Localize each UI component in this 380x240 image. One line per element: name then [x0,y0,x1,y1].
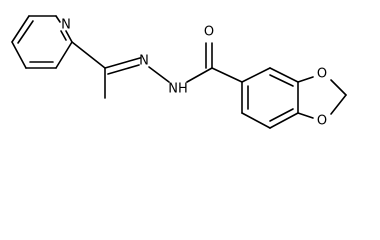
atom-label-pyridine-n: N [61,18,71,33]
atom-label-amide-nh: NH [168,82,188,97]
atom-label-dioxole-o-top: O [317,67,327,82]
bond-bz-4-inner [269,108,294,122]
bond-bz-1 [241,67,271,83]
bond-py-3 [11,41,27,69]
bond-py-6 [65,30,73,43]
atom-label-hydrazone-n: N [139,54,149,69]
structure-diagram: N N NH O O O [11,15,347,129]
bond-bz-2 [269,67,299,83]
bond-dioxole-3 [330,94,347,115]
bond-imine-double-inner [107,64,140,75]
pyridine-ring [11,15,73,69]
benzene-ring [241,67,299,129]
hydrazide-linker [71,41,243,99]
bond-carbonyl-to-ring [211,67,243,83]
bond-bz-2-inner [269,74,294,87]
bond-py-5 [55,41,73,69]
bond-dioxole-2 [330,79,347,96]
bond-n-n [148,66,170,83]
bond-bz-4 [269,112,299,129]
atom-label-carbonyl-o: O [204,25,214,40]
bond-dioxole-4 [297,112,314,119]
molecule-canvas: N N NH O O O [11,15,347,129]
bond-py-to-imine [71,41,106,69]
bond-imine-double [104,57,141,69]
bond-py-2 [11,15,30,43]
dioxole-ring [297,76,347,119]
bond-py-7 [55,15,61,23]
bond-py-2-inner [17,20,34,44]
bond-py-6-inner [60,30,67,41]
bond-nh-carbonyl [186,67,213,83]
atom-label-dioxole-o-bottom: O [317,114,327,129]
bond-bz-5 [241,112,271,129]
bond-dioxole-1 [297,76,314,83]
